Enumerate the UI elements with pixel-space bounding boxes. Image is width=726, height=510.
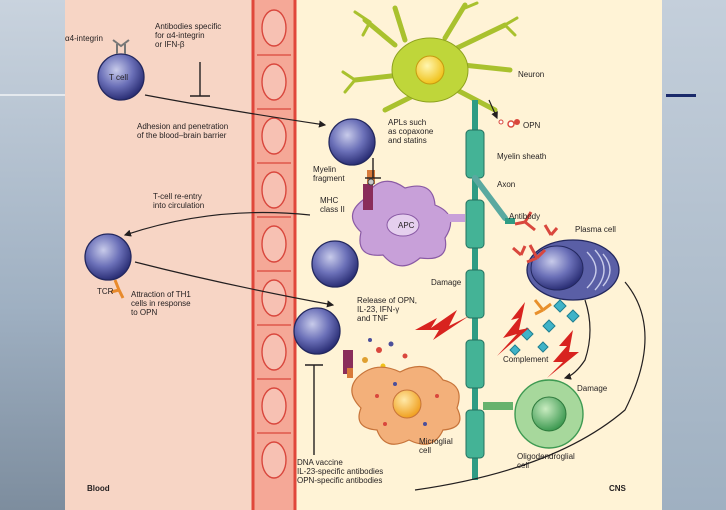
label-myelin-fragment: Myelin fragment	[313, 165, 345, 183]
label-neuron: Neuron	[518, 70, 545, 79]
t-cell-returning	[311, 240, 359, 288]
label-plasma-cell: Plasma cell	[575, 225, 616, 234]
t-cell-reentry	[84, 233, 132, 299]
label-dna-vaccine: DNA vaccine IL-23-specific antibodies OP…	[297, 458, 384, 485]
label-blood: Blood	[87, 484, 110, 493]
blood-brain-barrier	[251, 0, 297, 510]
label-damage-bottom: Damage	[577, 384, 608, 393]
label-myelin-sheath: Myelin sheath	[497, 152, 547, 161]
complement-proteins	[509, 299, 580, 356]
slide-right-panel	[662, 0, 726, 510]
microglial-cell	[351, 365, 461, 445]
label-attraction: Attraction of TH1 cells in response to O…	[131, 290, 191, 317]
slide-accent-stripe	[666, 94, 696, 97]
label-cns: CNS	[609, 484, 626, 493]
neuron	[341, 1, 519, 113]
label-mhc: MHC class II	[320, 196, 345, 214]
myelinated-axon	[465, 100, 515, 480]
figure-artwork	[65, 0, 662, 510]
inhibition-marks	[190, 62, 381, 455]
ms-pathogenesis-figure: α4-integrin T cell Antibodies specific f…	[65, 0, 662, 510]
opn-molecule	[498, 119, 520, 128]
label-reentry: T-cell re-entry into circulation	[153, 192, 205, 210]
label-apc: APC	[398, 221, 415, 230]
oligodendroglial-cell	[483, 379, 584, 449]
label-damage-top: Damage	[431, 278, 462, 287]
mhc-complex	[363, 170, 375, 210]
label-opn: OPN	[523, 121, 541, 130]
label-t-cell: T cell	[109, 73, 128, 82]
slide-left-panel	[0, 0, 70, 510]
label-tcr: TCR	[97, 287, 114, 296]
damage-bolts	[415, 302, 579, 378]
t-cell-th1	[293, 307, 353, 378]
label-complement: Complement	[503, 355, 549, 364]
label-antibodies: Antibodies specific for α4-integrin or I…	[155, 22, 222, 49]
antibody-bound	[533, 299, 552, 316]
label-oligodendroglial: Oligodendroglial cell	[517, 452, 575, 470]
label-apls: APLs such as copaxone and statins	[388, 118, 434, 145]
apc-cell	[351, 180, 465, 267]
label-a4-integrin: α4-integrin	[65, 34, 103, 43]
t-cell-top-left	[97, 39, 145, 101]
plasma-cell	[526, 239, 620, 301]
antibody-cluster	[512, 211, 559, 264]
label-adhesion: Adhesion and penetration of the blood–br…	[137, 122, 229, 140]
label-microglial: Microglial cell	[419, 437, 453, 455]
slide-divider-line	[0, 94, 70, 96]
label-antibody: Antibody	[509, 212, 541, 221]
label-release: Release of OPN, IL-23, IFN-γ and TNF	[357, 296, 418, 323]
t-cell-adhesion	[328, 118, 376, 166]
pathway-arrows	[123, 94, 646, 491]
label-axon: Axon	[497, 180, 516, 189]
